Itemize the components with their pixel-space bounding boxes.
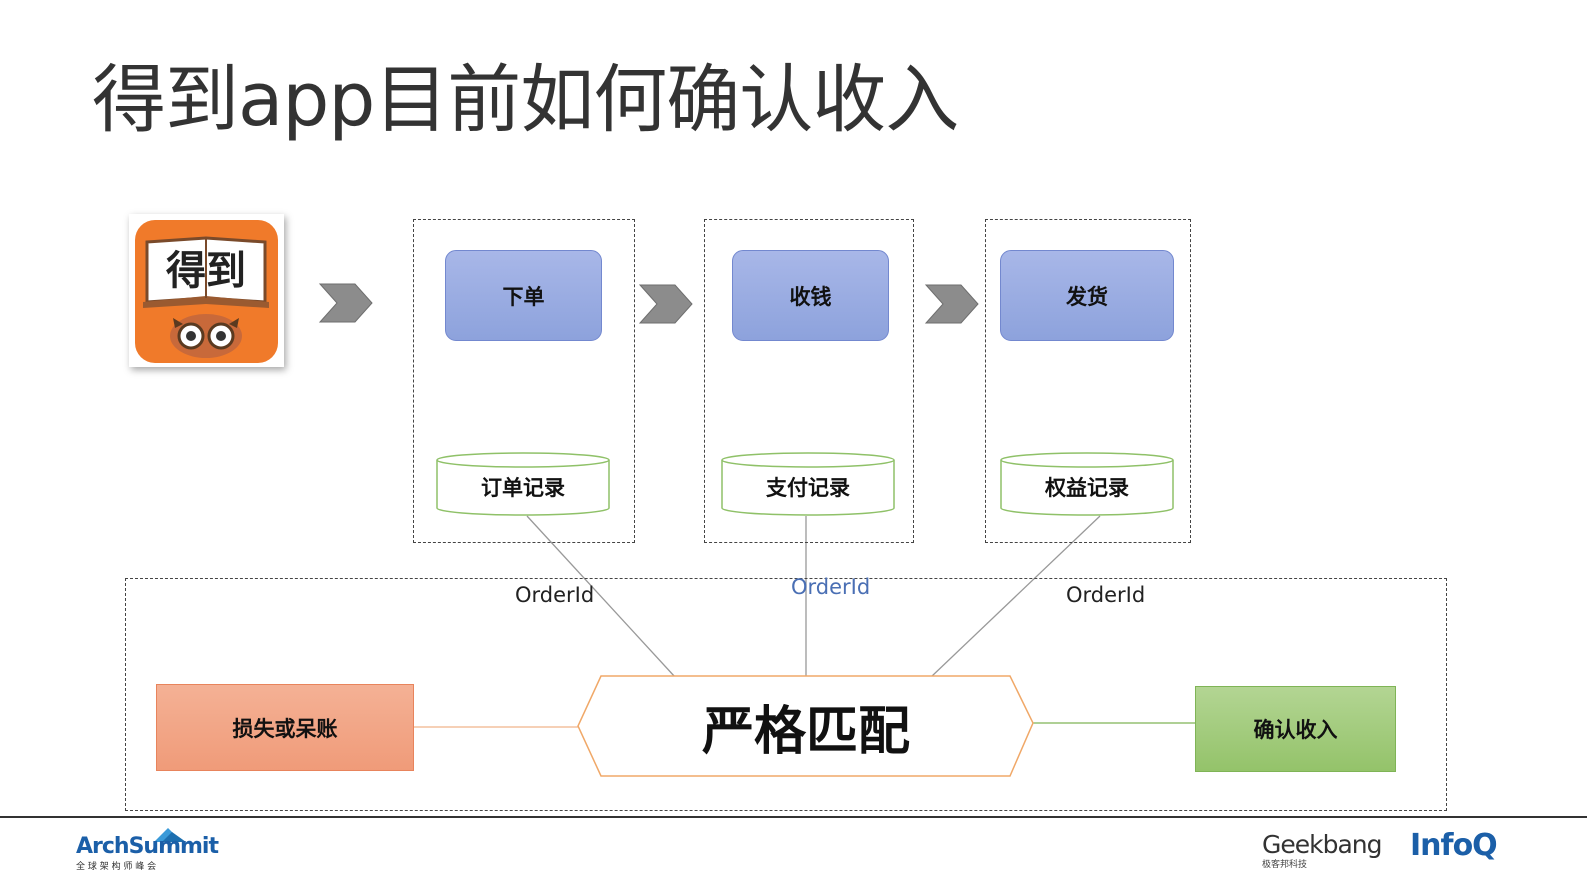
- match-area-container: [125, 578, 1447, 811]
- archsummit-logo-subtitle: 全 球 架 构 师 峰 会: [76, 862, 157, 872]
- chevron-arrow-icon: [924, 284, 979, 324]
- mountain-icon: [154, 828, 186, 842]
- confirm-revenue-box: 确认收入: [1195, 686, 1396, 772]
- payment-stage-container: [704, 219, 914, 543]
- app-icon-label: 得到: [166, 248, 246, 294]
- order-id-label: OrderId: [515, 583, 595, 607]
- order-record-cylinder: [436, 460, 610, 516]
- order-id-label: OrderId: [1066, 583, 1146, 607]
- archsummit-logo: ArchSummit 全 球 架 构 师 峰 会: [76, 826, 219, 876]
- step-deliver: 发货: [1000, 250, 1174, 341]
- step-collect-payment: 收钱: [732, 250, 889, 341]
- archsummit-logo-text: ArchSummit: [76, 834, 219, 859]
- payment-record-cylinder: [721, 460, 895, 516]
- order-record-label: 订单记录: [481, 476, 565, 500]
- strict-match-hexagon: [577, 675, 1034, 777]
- geekbang-logo: Geekbang 极客邦科技: [1262, 830, 1383, 870]
- order-id-label: OrderId: [791, 575, 871, 599]
- step-place-order: 下单: [445, 250, 602, 341]
- loss-or-bad-debt-box: 损失或呆账: [156, 684, 414, 771]
- geekbang-logo-subtitle: 极客邦科技: [1262, 860, 1308, 870]
- payment-record-label: 支付记录: [766, 476, 850, 500]
- dedao-owl-icon: 得到: [135, 220, 278, 363]
- chevron-arrow-icon: [318, 283, 373, 323]
- page-title: 得到app目前如何确认收入: [92, 57, 959, 143]
- entitlement-record-label: 权益记录: [1045, 476, 1129, 500]
- infoq-logo: InfoQ: [1410, 828, 1498, 863]
- entitlement-record-cylinder: [1000, 460, 1174, 516]
- order-stage-container: [413, 219, 635, 543]
- strict-match-label: 严格匹配: [701, 701, 910, 762]
- footer-divider: [0, 816, 1587, 818]
- geekbang-logo-text: Geekbang: [1262, 830, 1383, 859]
- delivery-stage-container: [985, 219, 1191, 543]
- app-logo: 得到: [129, 214, 284, 367]
- chevron-arrow-icon: [638, 284, 693, 324]
